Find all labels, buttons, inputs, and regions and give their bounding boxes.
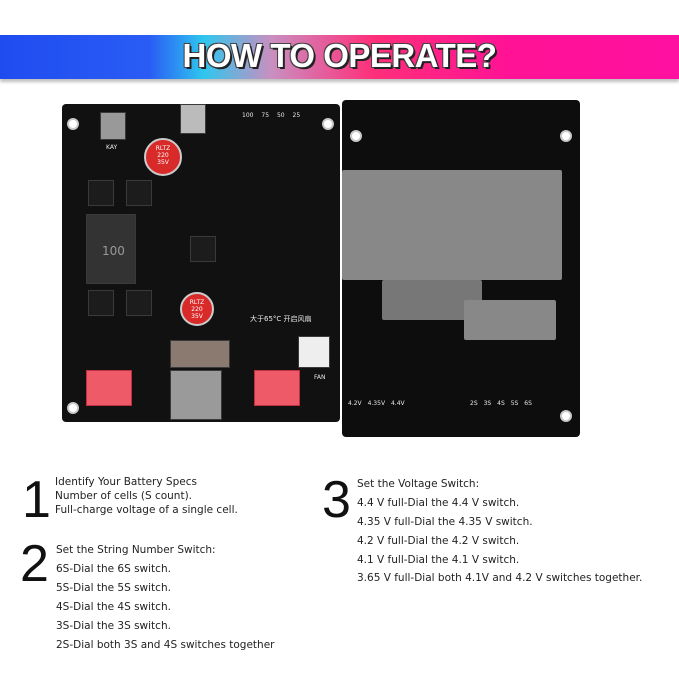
ic-chip <box>190 236 216 262</box>
mount-hole <box>350 130 362 142</box>
output-connector <box>254 370 300 406</box>
input-connector <box>86 370 132 406</box>
step-3-line: 3.65 V full-Dial both 4.1V and 4.2 V swi… <box>357 572 643 584</box>
step-3-number: 3 <box>322 471 351 529</box>
string-label: 6S <box>524 400 532 407</box>
led-label: 25 <box>292 112 301 119</box>
voltage-labels: 4.2V 4.35V 4.4V <box>348 400 405 407</box>
step-2-line: 2S-Dial both 3S and 4S switches together <box>56 639 275 651</box>
capacitor: RLTZ 220 35V <box>180 292 214 326</box>
temp-label: 大于65°C 开启风扇 <box>250 315 312 323</box>
title-banner: HOW TO OPERATE? <box>0 35 679 79</box>
step-3-line: 4.1 V full-Dial the 4.1 V switch. <box>357 554 520 566</box>
step-2-line: 3S-Dial the 3S switch. <box>56 620 171 632</box>
mosfet <box>126 290 152 316</box>
heat-pad <box>464 300 556 340</box>
led-labels: 100 75 50 25 <box>242 112 300 119</box>
board-front-image: KAY 100 75 50 25 RLTZ 220 35V RLTZ 220 3… <box>62 104 340 422</box>
string-label: 5S <box>510 400 519 407</box>
step-2-line: 5S-Dial the 5S switch. <box>56 582 171 594</box>
mount-hole <box>67 118 79 130</box>
voltage-label: 4.35V <box>367 400 386 407</box>
voltage-label: 4.2V <box>348 400 362 407</box>
string-label: 3S <box>483 400 492 407</box>
board-back-image: 4.2V 4.35V 4.4V 2S 3S 4S 5S 6S <box>342 100 580 437</box>
step-3-line: 4.35 V full-Dial the 4.35 V switch. <box>357 516 533 528</box>
string-label: 2S <box>470 400 478 407</box>
step-3-line: 4.4 V full-Dial the 4.4 V switch. <box>357 497 520 509</box>
led-label: 50 <box>276 112 285 119</box>
fan-label: FAN <box>314 374 326 381</box>
heat-pad <box>342 170 562 280</box>
mount-hole <box>322 118 334 130</box>
mount-hole <box>67 402 79 414</box>
step-1-number: 1 <box>22 471 51 529</box>
key-button <box>100 112 126 140</box>
step-1-line: Full-charge voltage of a single cell. <box>55 504 238 516</box>
mount-hole <box>560 410 572 422</box>
step-2-line: Set the String Number Switch: <box>56 544 216 556</box>
inductor <box>86 214 136 284</box>
mount-hole <box>560 130 572 142</box>
fan-connector <box>298 336 330 368</box>
mosfet <box>126 180 152 206</box>
mosfet <box>88 180 114 206</box>
led-label: 100 <box>242 112 254 119</box>
key-label: KAY <box>106 144 118 151</box>
inductor-label: 100 <box>102 244 125 258</box>
step-1-line: Number of cells (S count). <box>55 490 193 502</box>
step-2-line: 6S-Dial the 6S switch. <box>56 563 171 575</box>
mosfet <box>88 290 114 316</box>
banner-title: HOW TO OPERATE? <box>182 37 497 74</box>
step-3-line: Set the Voltage Switch: <box>357 478 480 490</box>
capacitor: RLTZ 220 35V <box>144 138 182 176</box>
step-2-number: 2 <box>20 535 49 593</box>
step-3-line: 4.2 V full-Dial the 4.2 V switch. <box>357 535 520 547</box>
step-2-line: 4S-Dial the 4S switch. <box>56 601 171 613</box>
usb-c-port <box>180 104 206 134</box>
string-label: 4S <box>497 400 505 407</box>
usb-port <box>170 370 222 420</box>
step-1-line: Identify Your Battery Specs <box>55 476 197 488</box>
led-label: 75 <box>261 112 270 119</box>
voltage-label: 4.4V <box>390 400 405 407</box>
terminals <box>170 340 230 368</box>
string-labels: 2S 3S 4S 5S 6S <box>470 400 532 407</box>
